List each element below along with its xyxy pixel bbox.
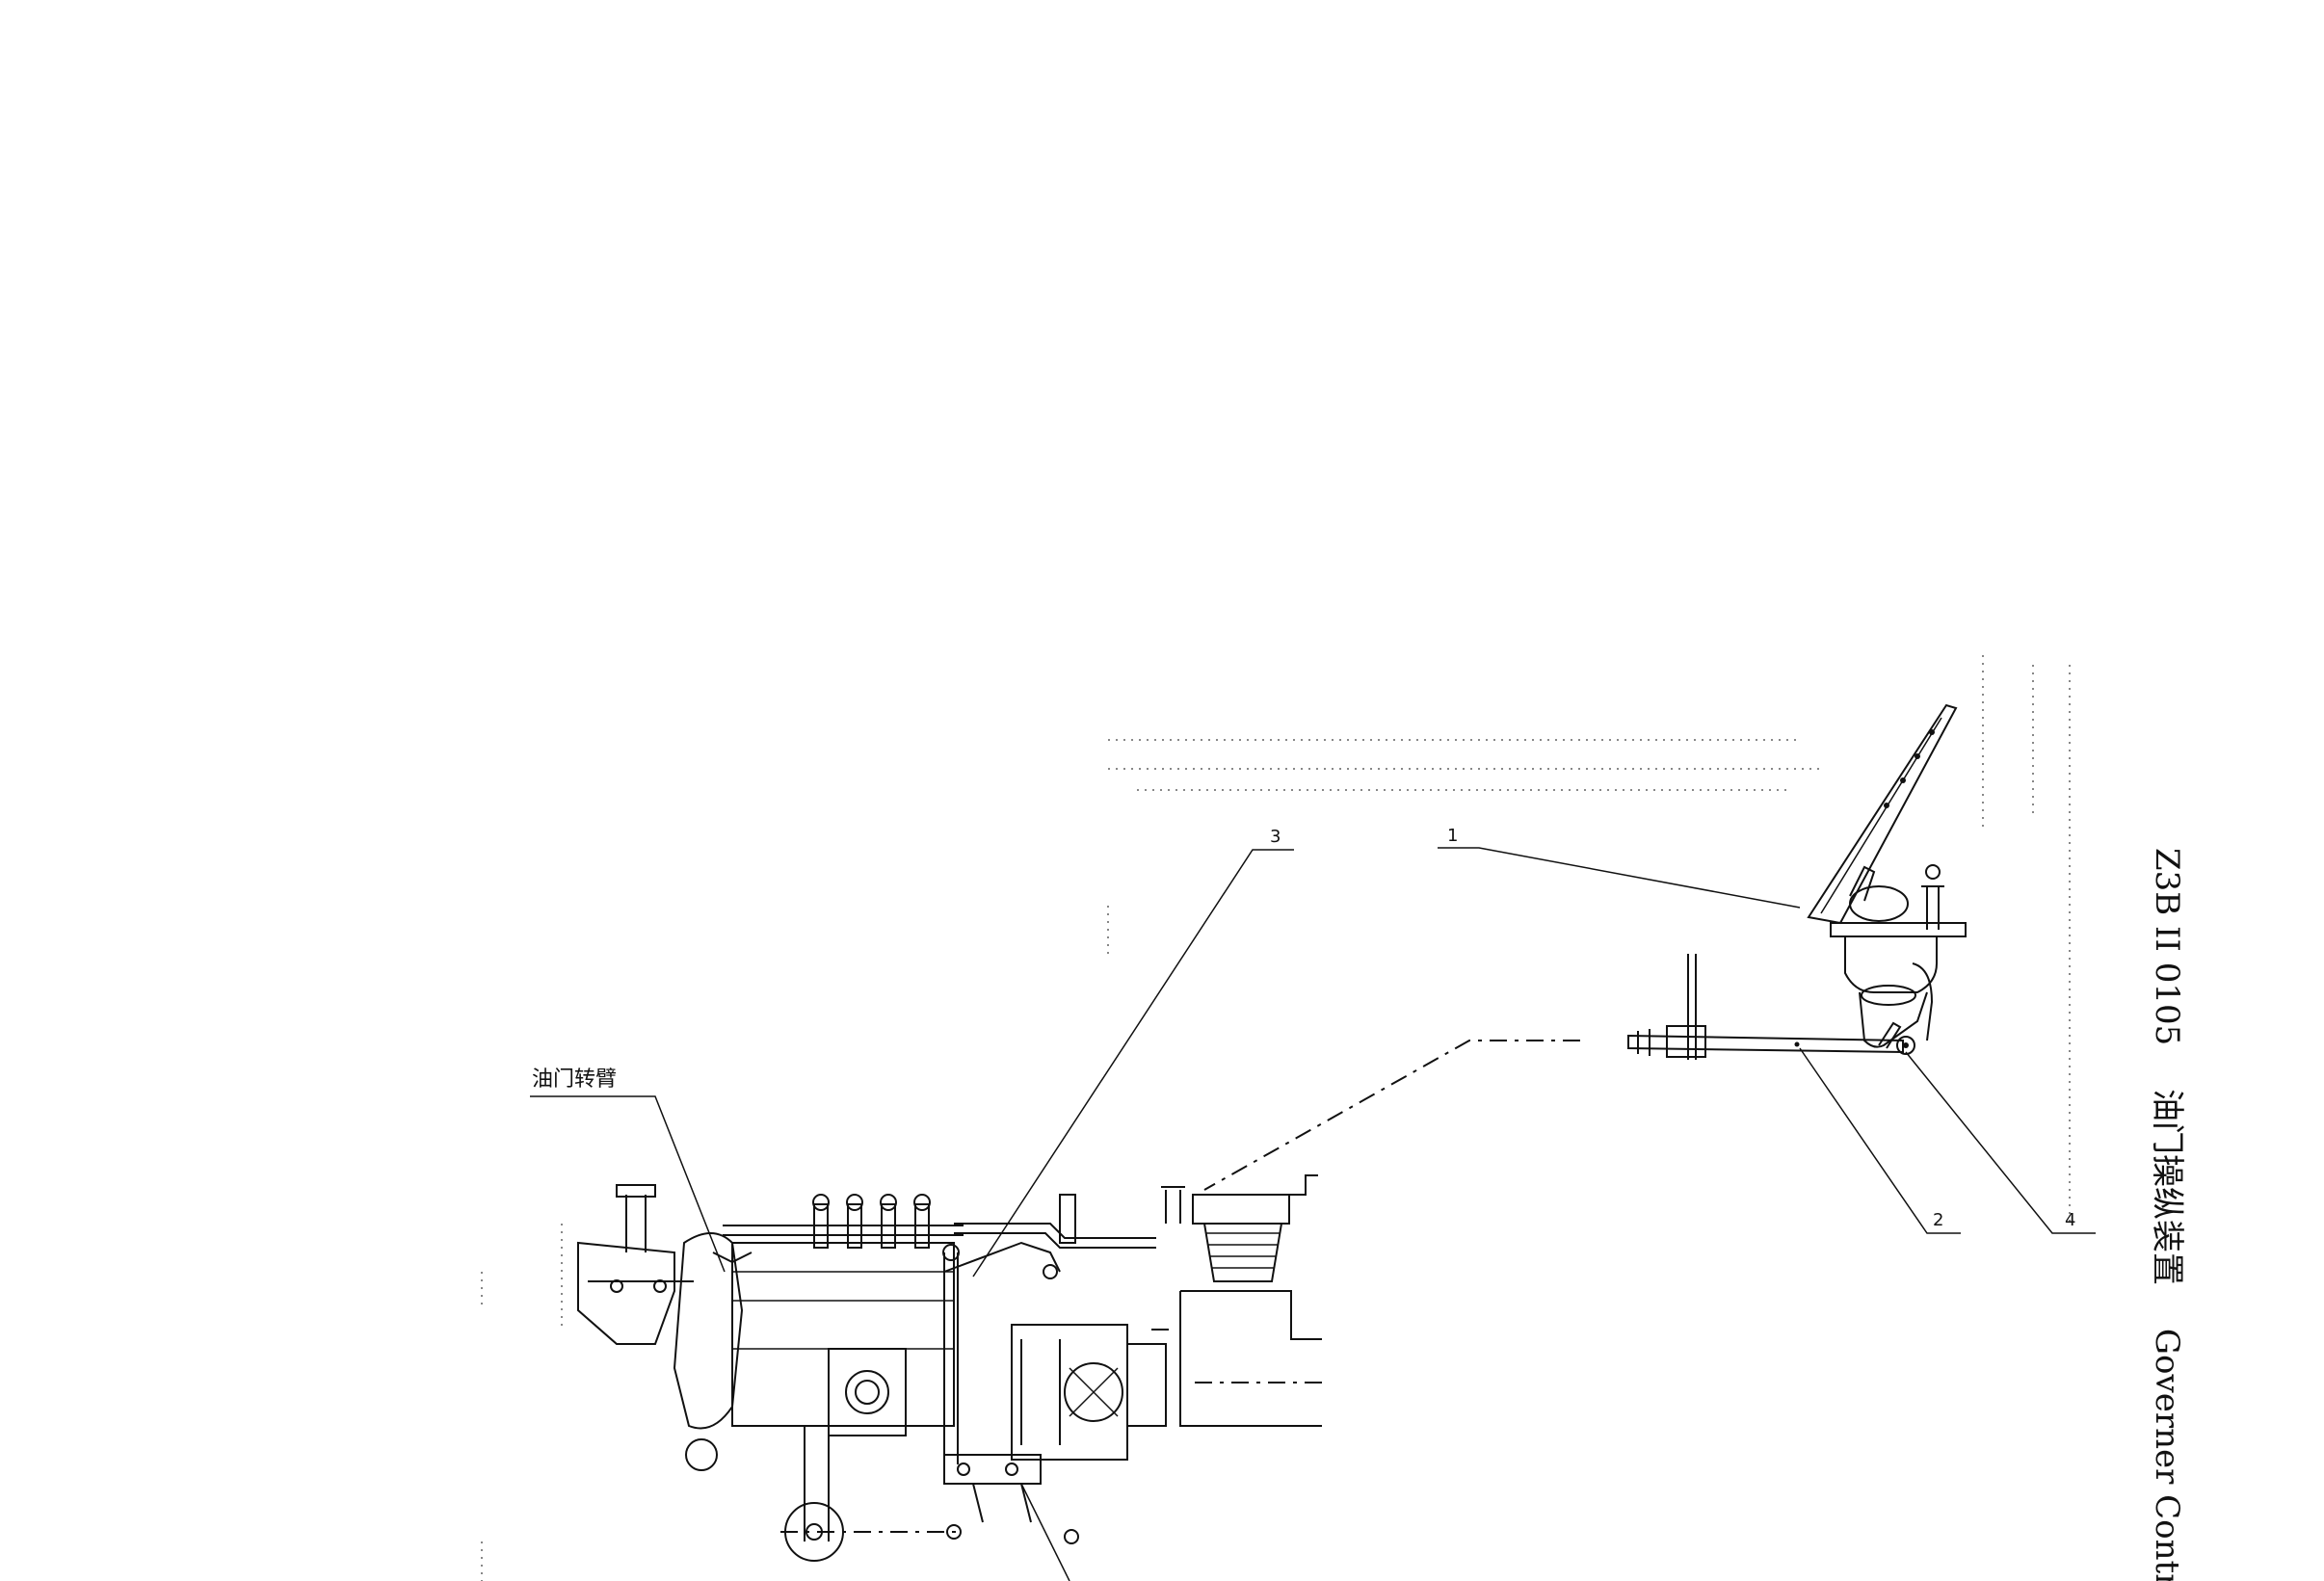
callout-1: 1 xyxy=(1438,826,1801,909)
title-code: Z3B II 0105 xyxy=(2148,848,2186,1045)
pull-rod xyxy=(1627,954,1904,1060)
svg-text:4: 4 xyxy=(2065,1210,2075,1230)
callout-3-lower-leader xyxy=(1020,1483,1070,1581)
callout-3: 3 xyxy=(972,827,1294,1278)
throttle-arm-callout: 油门转臂 xyxy=(530,1067,726,1273)
title-en: Governer Control xyxy=(2148,1329,2186,1581)
throttle-arm-label: 油门转臂 xyxy=(532,1067,617,1092)
bellows-unit xyxy=(1151,1174,1330,1427)
callout-2: 2 xyxy=(1799,1047,1961,1234)
callout-4: 4 xyxy=(1905,1051,2096,1234)
svg-text:3: 3 xyxy=(1270,827,1281,847)
svg-text:1: 1 xyxy=(1447,826,1458,846)
title-cn: 油门操纵装置 xyxy=(2148,1089,2186,1285)
scan-noise xyxy=(481,655,2071,1581)
side-title: Z3B II 0105 油门操纵装置 Governer Control xyxy=(2148,848,2186,1581)
pump-plungers xyxy=(812,1194,931,1249)
linkage-centerline xyxy=(1203,1040,1580,1191)
svg-text:Z3B II 0105 油门操纵装置: Z3B II 0105 油门操纵装置 Governer Control xyxy=(2148,848,2186,1581)
accelerator-pedal xyxy=(1807,703,1967,1055)
injection-pump-assembly xyxy=(577,1184,1167,1562)
svg-text:2: 2 xyxy=(1933,1210,1943,1230)
